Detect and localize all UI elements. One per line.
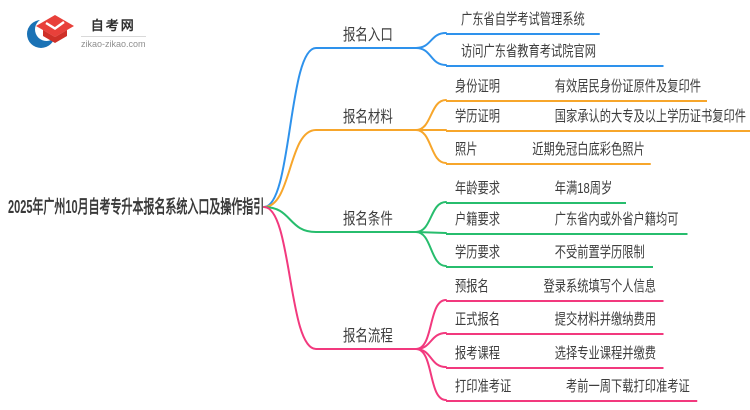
leaf-text: 广东省自学考试管理系统: [461, 11, 585, 28]
branch-label-conditions[interactable]: 报名条件: [342, 211, 393, 228]
logo-domain: zikao-zikao.com: [81, 36, 146, 49]
fork-curve: [415, 348, 447, 368]
leaf-value: 年满18周岁: [554, 180, 613, 197]
fork-curve: [415, 201, 447, 233]
leaf-label: 学历要求: [455, 244, 501, 261]
leaf-value: 近期免冠白底彩色照片: [532, 141, 645, 158]
leaf-value: 选择专业课程并缴费: [554, 345, 657, 362]
leaf-print-ticket[interactable]: 打印准考证 考前一周下载打印准考证: [446, 378, 698, 402]
leaf-text: 访问广东省教育考试院官网: [461, 43, 597, 60]
leaf-photo[interactable]: 照片 近期免冠白底彩色照片: [446, 141, 651, 165]
leaf-value: 提交材料并缴纳费用: [554, 311, 657, 328]
leaf-label: 打印准考证: [455, 378, 512, 395]
leaf-label: 年龄要求: [455, 180, 501, 197]
branch-label-entry[interactable]: 报名入口: [342, 27, 393, 44]
leaf-value: 考前一周下载打印准考证: [566, 378, 690, 395]
leaf-label: 学历证明: [455, 108, 501, 125]
leaf-value: 广东省内或外省户籍均可: [554, 211, 679, 228]
leaf-entry-system[interactable]: 广东省自学考试管理系统: [446, 11, 600, 35]
leaf-entry-website[interactable]: 访问广东省教育考试院官网: [446, 43, 664, 67]
fork-curve: [415, 348, 447, 401]
branch-line-materials: [263, 129, 417, 208]
leaf-value: 国家承认的大专及以上学历证书复印件: [554, 108, 747, 125]
leaf-household[interactable]: 户籍要求 广东省内或外省户籍均可: [446, 211, 688, 235]
leaf-education-proof[interactable]: 学历证明 国家承认的大专及以上学历证书复印件: [446, 108, 750, 132]
leaf-label: 正式报名: [455, 311, 501, 328]
site-logo[interactable]: 自考网 zikao-zikao.com: [26, 12, 146, 52]
fork-curve: [415, 231, 447, 234]
branch-label-materials[interactable]: 报名材料: [342, 109, 393, 126]
leaf-value: 不受前置学历限制: [554, 244, 645, 261]
leaf-label: 预报名: [455, 278, 489, 295]
fork-curve: [415, 47, 447, 66]
leaf-label: 身份证明: [455, 78, 501, 95]
branch-line-entry: [263, 47, 417, 208]
fork-curve: [415, 129, 447, 164]
leaf-value: 登录系统填写个人信息: [543, 278, 657, 295]
graduation-cap-icon: [27, 15, 74, 48]
leaf-label: 报考课程: [455, 345, 501, 362]
root-topic[interactable]: 2025年广州10月自考专升本报名系统入口及操作指引: [8, 197, 265, 217]
leaf-value: 有效居民身份证原件及复印件: [554, 78, 702, 95]
leaf-label: 户籍要求: [455, 211, 501, 228]
leaf-formal-register[interactable]: 正式报名 提交材料并缴纳费用: [446, 311, 664, 335]
leaf-choose-courses[interactable]: 报考课程 选择专业课程并缴费: [446, 345, 664, 369]
logo-text: 自考网 zikao-zikao.com: [81, 15, 146, 49]
leaf-education-req[interactable]: 学历要求 不受前置学历限制: [446, 244, 653, 268]
fork-curve: [415, 99, 447, 131]
branch-label-process[interactable]: 报名流程: [342, 328, 393, 345]
leaf-identity[interactable]: 身份证明 有效居民身份证原件及复印件: [446, 78, 708, 102]
fork-curve: [415, 231, 447, 267]
fork-curve: [415, 299, 447, 350]
logo-title: 自考网: [90, 18, 136, 33]
leaf-age[interactable]: 年龄要求 年满18周岁: [446, 180, 626, 204]
fork-curve: [415, 32, 447, 49]
fork-curve: [415, 332, 447, 350]
leaf-preregister[interactable]: 预报名 登录系统填写个人信息: [446, 278, 664, 302]
leaf-label: 照片: [455, 141, 478, 158]
